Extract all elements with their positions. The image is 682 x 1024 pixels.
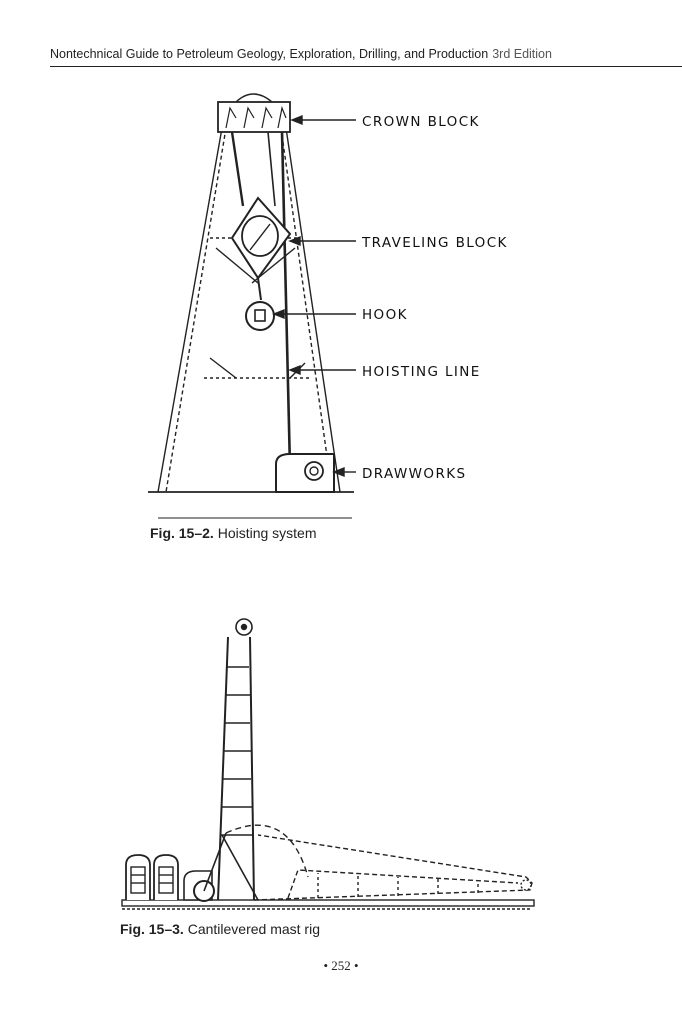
caption-text: Hoisting system (217, 525, 317, 541)
cantilevered-mast-rig-illustration (121, 618, 535, 910)
hoisting-system-illustration: CROWN BLOCK TRAVELING BLOCK HOOK HOISTIN… (148, 93, 508, 519)
caption-number: Fig. 15–3. (120, 921, 184, 937)
header-rule (50, 66, 682, 67)
label-hook: HOOK (362, 307, 408, 323)
book-title: Nontechnical Guide to Petroleum Geology,… (50, 47, 489, 61)
running-head: Nontechnical Guide to Petroleum Geology,… (50, 47, 682, 67)
book-edition: 3rd Edition (492, 47, 552, 61)
figure-15-3-caption: Fig. 15–3. Cantilevered mast rig (120, 921, 320, 937)
label-traveling-block: TRAVELING BLOCK (361, 235, 508, 251)
figure-15-2-caption: Fig. 15–2. Hoisting system (150, 525, 317, 541)
caption-number: Fig. 15–2. (150, 525, 214, 541)
caption-text: Cantilevered mast rig (187, 921, 320, 937)
label-hoisting-line: HOISTING LINE (362, 364, 481, 380)
label-drawworks: DRAWWORKS (362, 466, 466, 482)
page-number: • 252 • (323, 958, 359, 973)
label-crown-block: CROWN BLOCK (362, 114, 480, 130)
